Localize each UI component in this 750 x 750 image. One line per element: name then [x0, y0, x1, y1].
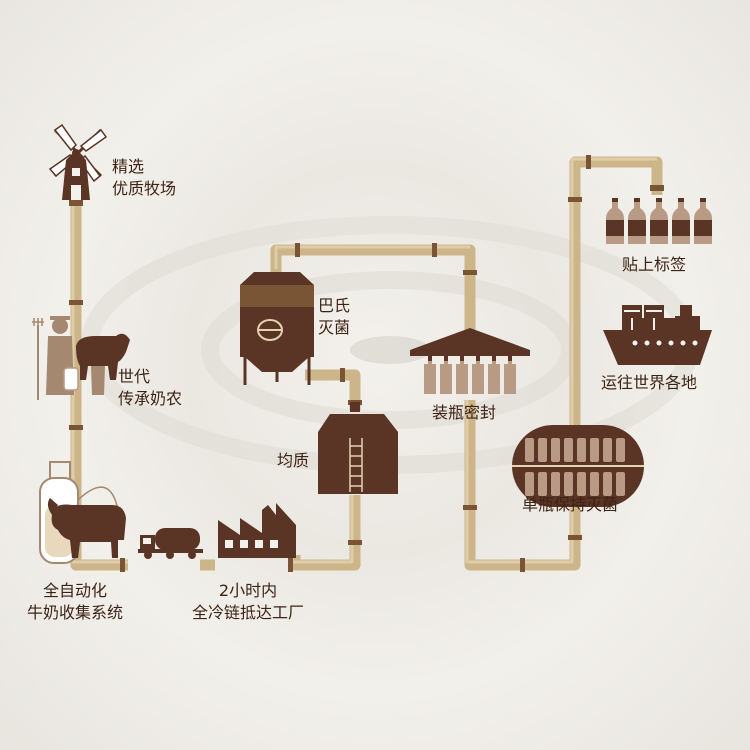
step-transport-label: 2小时内 全冷链抵达工厂: [178, 580, 318, 624]
cow-icon: [47, 498, 126, 558]
cow-icon: [76, 333, 130, 380]
windmill-icon: [48, 123, 108, 200]
milking-system-icon: [39, 461, 126, 564]
farmers-icon: [32, 316, 130, 400]
homogenizer-icon: [318, 402, 398, 494]
step-farm-line1: 精选: [112, 157, 145, 176]
sterilization-tank-icon: [512, 425, 644, 507]
truck-icon: [138, 528, 203, 559]
pasteurizer-icon: [240, 272, 314, 385]
step-transport-line1: 2小时内: [218, 581, 278, 600]
bottling-station-icon: [410, 328, 530, 394]
step-farmers-line2: 传承奶农: [118, 389, 183, 408]
labeled-bottles-icon: [606, 198, 712, 244]
step-collection-line2: 牛奶收集系统: [26, 603, 123, 622]
step-farm-line2: 优质牧场: [112, 179, 177, 198]
step-farm-label: 精选 优质牧场: [112, 156, 176, 200]
step-pasteurize-line1: 巴氏: [318, 296, 351, 315]
step-shipping-label: 运往世界各地: [601, 373, 698, 392]
step-farmers-line1: 世代: [118, 367, 151, 386]
step-farmers-label: 世代 传承奶农: [118, 366, 182, 410]
step-homogenize-label: 均质: [277, 451, 310, 470]
step-collection-line1: 全自动化: [42, 581, 107, 600]
step-labeling-label: 贴上标签: [622, 255, 687, 274]
step-pasteurize-label: 巴氏 灭菌: [318, 295, 350, 339]
step-bottling-label: 装瓶密封: [432, 403, 497, 422]
pipe-joints: [69, 155, 664, 572]
cargo-ship-icon: [603, 305, 712, 365]
step-transport-line2: 全冷链抵达工厂: [191, 603, 304, 622]
step-collection-label: 全自动化 牛奶收集系统: [15, 580, 135, 624]
step-pasteurize-line2: 灭菌: [318, 318, 351, 337]
factory-icon: [218, 503, 296, 558]
step-sterilize-label: 单瓶保持灭菌: [522, 495, 619, 514]
